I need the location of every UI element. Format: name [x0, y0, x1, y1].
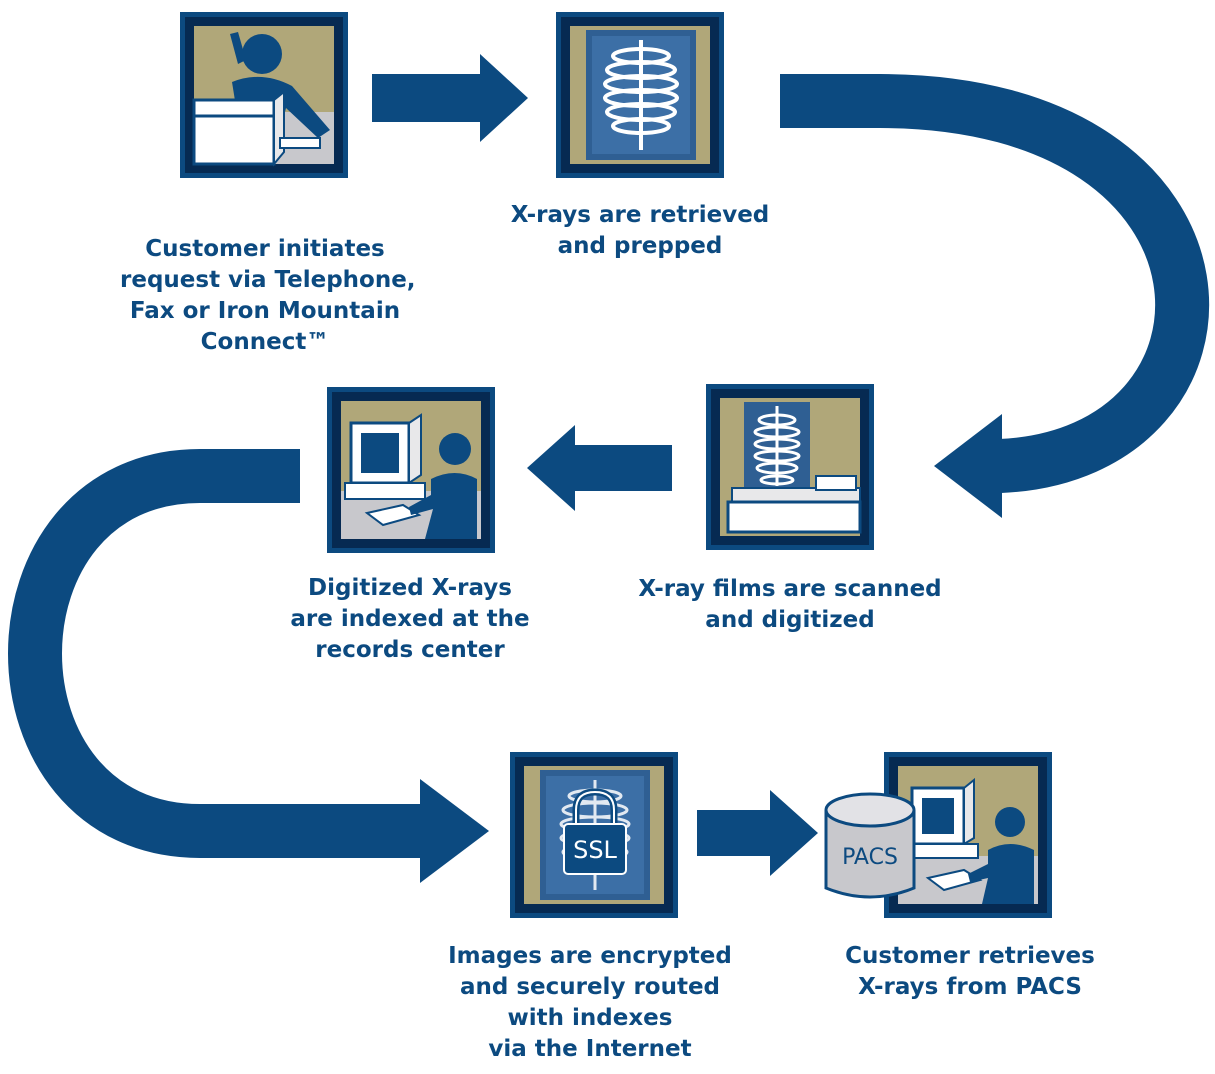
caption-line: Customer initiates	[145, 236, 385, 262]
caption-line: X-rays are retrieved	[510, 202, 770, 228]
caption-line: Images are encrypted	[448, 943, 732, 969]
step-caption-images-encrypted: Images are encrypted and securely routed…	[430, 941, 750, 1065]
pacs-database-icon: PACS	[824, 792, 916, 899]
arrow-right-1	[372, 54, 528, 142]
database-label: PACS	[842, 845, 898, 870]
curved-arrow-right-head	[934, 414, 1002, 518]
xray-film-icon	[556, 12, 724, 178]
encryption-icon: SSL	[510, 752, 678, 918]
caption-line: Connect™	[200, 329, 330, 355]
curved-arrow-left-head	[420, 779, 489, 883]
step-caption-films-scanned: X-ray films are scanned and digitized	[620, 574, 960, 636]
telephone-request-icon	[180, 12, 348, 178]
step-caption-xrays-retrieved: X-rays are retrieved and prepped	[480, 200, 800, 262]
step-caption-customer-retrieves: Customer retrieves X-rays from PACS	[830, 941, 1110, 1003]
caption-line: Digitized X-rays	[308, 575, 512, 601]
arrow-left-1	[527, 425, 672, 511]
caption-line: X-rays from PACS	[858, 974, 1082, 1000]
indexing-workstation-icon	[327, 387, 495, 553]
scanner-icon	[706, 384, 874, 550]
arrow-right-2	[697, 790, 818, 876]
pacs-workstation-icon	[884, 752, 1052, 918]
caption-line: are indexed at the	[290, 606, 530, 632]
caption-line: and digitized	[705, 607, 875, 633]
caption-line: Customer retrieves	[845, 943, 1095, 969]
lock-label: SSL	[573, 836, 617, 864]
caption-line: with indexes	[507, 1005, 673, 1031]
step-caption-xrays-indexed: Digitized X-rays are indexed at the reco…	[270, 573, 550, 666]
curved-arrow-right	[780, 74, 1209, 493]
caption-line: Fax or Iron Mountain	[129, 298, 401, 324]
connector-arrows	[8, 54, 1209, 883]
caption-line: request via Telephone,	[120, 267, 416, 293]
caption-line: via the Internet	[488, 1036, 692, 1062]
curved-arrow-left	[8, 449, 420, 858]
caption-line: and securely routed	[459, 974, 721, 1000]
caption-line: and prepped	[557, 233, 723, 259]
caption-line: records center	[315, 637, 505, 663]
step-caption-customer-request: Customer initiates request via Telephone…	[120, 234, 416, 358]
caption-line: X-ray films are scanned	[638, 576, 942, 602]
lock-icon: SSL	[563, 788, 627, 875]
